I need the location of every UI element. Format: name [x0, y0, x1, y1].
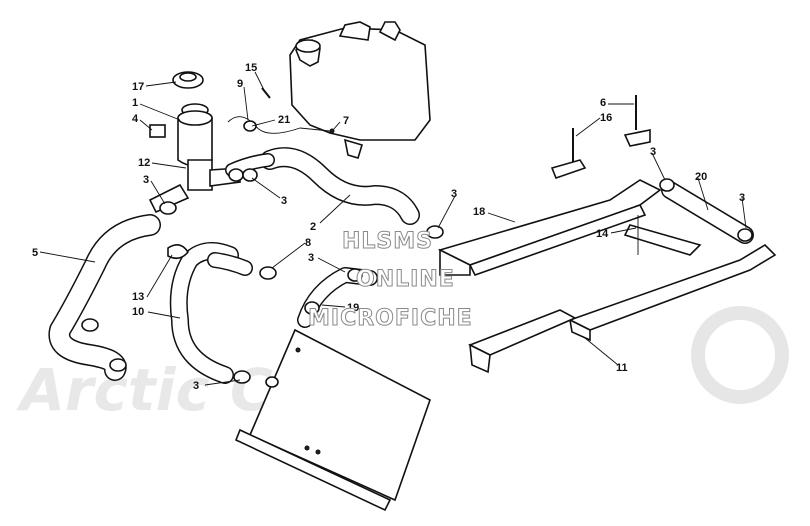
callout-4: 4: [132, 113, 139, 125]
callout-1: 1: [132, 97, 138, 109]
middle-coolant-hose: [169, 242, 239, 384]
watermark-line-2: ONLINE: [356, 267, 455, 292]
radiator-cap: [172, 71, 204, 89]
leader-lines: [39, 71, 747, 386]
callout-14: 14: [596, 228, 609, 240]
callout-3-d: 3: [451, 188, 457, 200]
callout-15: 15: [245, 62, 257, 74]
callout-18: 18: [473, 206, 485, 218]
filler-neck-assembly: [148, 103, 241, 214]
motorcycle-watermark: [691, 306, 789, 404]
bracket-16: [550, 128, 587, 180]
callout-6: 6: [600, 97, 606, 109]
hose-8: [207, 252, 253, 276]
callout-20: 20: [695, 171, 707, 183]
callout-21: 21: [278, 114, 290, 126]
lower-coolant-hose: [48, 214, 161, 381]
callout-7: 7: [343, 115, 349, 127]
callout-3-c: 3: [308, 252, 314, 264]
callout-labels: 17 1 4 12 3 15 9 21 7 3 2 8 3 3 18 6 16 …: [32, 62, 745, 392]
callout-9: 9: [237, 78, 243, 90]
callout-3-e: 3: [650, 146, 656, 158]
callout-3-g: 3: [193, 380, 199, 392]
callout-16: 16: [600, 112, 612, 124]
hlsms-watermark: HLSMS ONLINE MICROFICHE: [308, 229, 473, 332]
watermark-line-1: HLSMS: [342, 229, 433, 254]
callout-2: 2: [310, 221, 316, 233]
hose-19: [297, 267, 378, 328]
callout-12: 12: [138, 157, 150, 169]
coolant-reservoir-tank: [289, 21, 431, 159]
watermark-line-3: MICROFICHE: [308, 306, 473, 331]
bracket-6: [623, 95, 651, 147]
callout-3-a: 3: [143, 174, 149, 186]
upper-coolant-hose: [260, 147, 420, 225]
callout-3-b: 3: [281, 195, 287, 207]
callout-11: 11: [616, 362, 628, 374]
heat-exchanger-frame: [437, 179, 777, 374]
callout-8: 8: [305, 237, 311, 249]
tank-screw: [261, 87, 271, 99]
callout-17: 17: [132, 81, 144, 93]
hose-clamps: [81, 120, 753, 388]
callout-5: 5: [32, 247, 38, 259]
callout-10: 10: [132, 306, 144, 318]
callout-19: 19: [347, 302, 359, 314]
callout-3-f: 3: [739, 192, 745, 204]
callout-13: 13: [132, 291, 144, 303]
rear-hose-20: [661, 181, 754, 244]
front-heat-exchanger: [234, 328, 431, 512]
